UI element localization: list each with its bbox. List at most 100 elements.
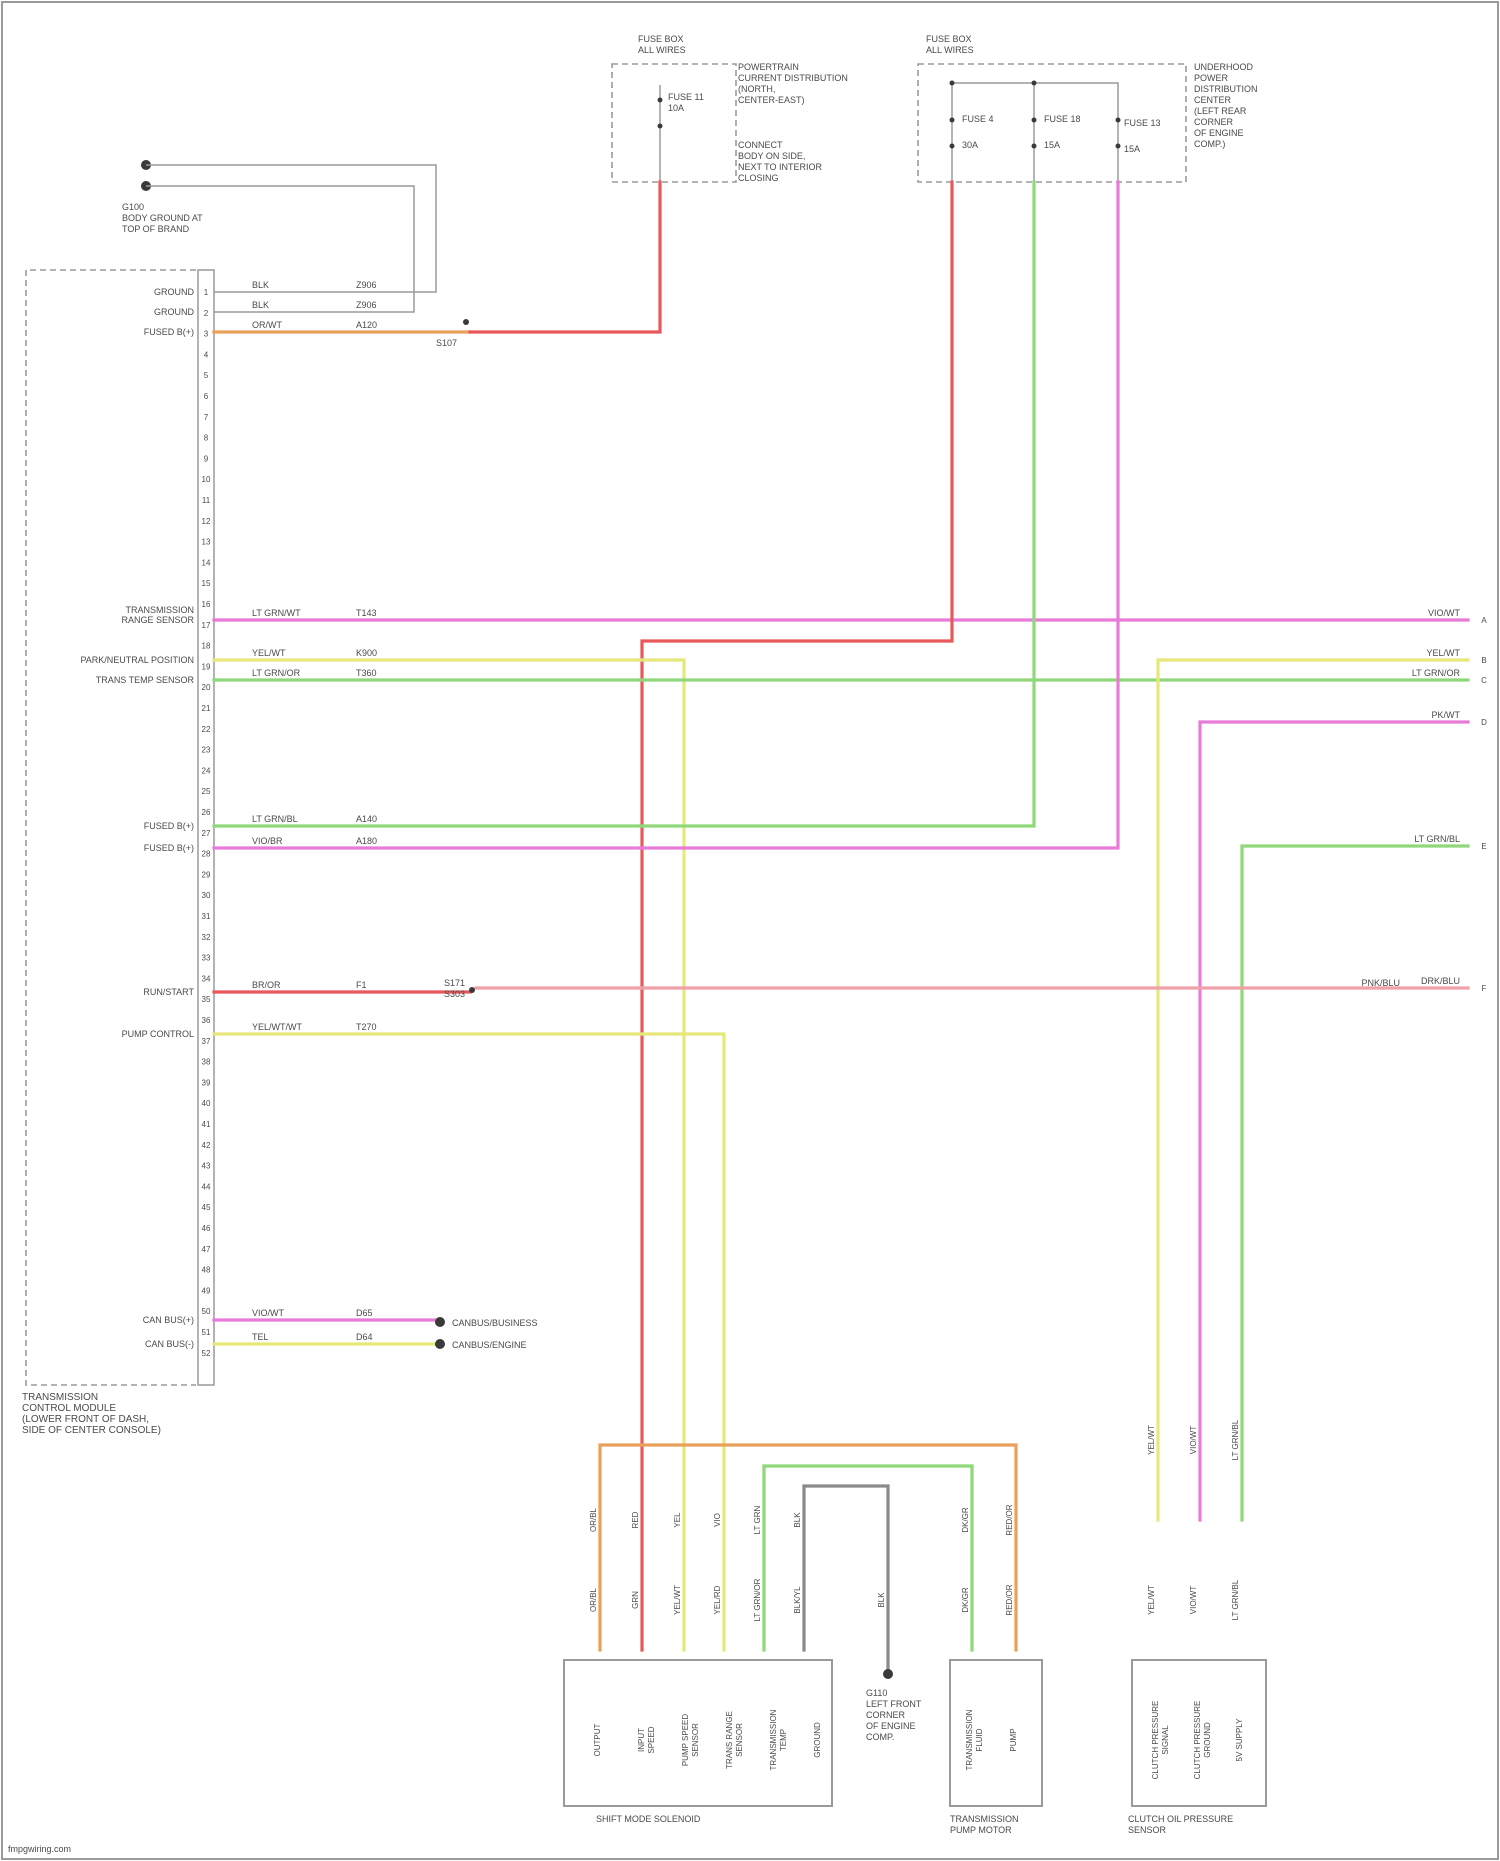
tcm-pin-number: 8 <box>204 434 209 443</box>
bottom-wire-tag: OR/BL <box>589 1507 598 1532</box>
splice-s171 <box>469 987 475 993</box>
tcm-pin-number: 19 <box>202 662 211 671</box>
wire-right-yellow <box>1158 660 1468 1520</box>
bottom-wire-tag-2: RED/OR <box>1005 1584 1014 1615</box>
shift-solenoid-pin: INPUTSPEED <box>637 1726 656 1753</box>
bottom-wire-tag: YEL <box>673 1512 682 1528</box>
shift-solenoid-pin: TRANSMISSIONTEMP <box>769 1709 788 1770</box>
tcm-pin-number: 37 <box>202 1037 211 1046</box>
pump-pin: TRANSMISSIONFLUID <box>965 1709 984 1770</box>
tcm-pin-number: 21 <box>202 704 211 713</box>
tcm-pin-number: 22 <box>202 725 211 734</box>
tcm-pin-label: PARK/NEUTRAL POSITION <box>80 655 194 665</box>
tcm-pin-number: 10 <box>202 475 211 484</box>
tcm-pin-number: 43 <box>202 1162 211 1171</box>
right-edge-wire-label: YEL/WT <box>1426 648 1460 658</box>
tcm-pin-number: 23 <box>202 746 211 755</box>
tcm-circuit-number: T360 <box>356 668 377 678</box>
tcm-pin-label: FUSED B(+) <box>144 843 194 853</box>
tcm-pin-number: 20 <box>202 683 211 692</box>
tcm-label: TRANSMISSIONCONTROL MODULE(LOWER FRONT O… <box>22 1392 161 1436</box>
bottom-wire-tag-2: BLK <box>877 1592 886 1608</box>
tcm-circuit-number: F1 <box>356 980 367 990</box>
shift-solenoid-pin: GROUND <box>813 1722 822 1758</box>
bottom-wire-tag: VIO <box>713 1513 722 1527</box>
wire-fuse4-red <box>642 182 952 1650</box>
right-edge-ref: E <box>1481 842 1486 851</box>
tcm-pin-number: 12 <box>202 517 211 526</box>
right-edge-wire-label: DRK/BLU <box>1421 976 1460 986</box>
canbus-dest-2: CANBUS/ENGINE <box>452 1340 527 1350</box>
tcm-pin-number: 38 <box>202 1058 211 1067</box>
clutch-sensor-pin: 5V SUPPLY <box>1235 1718 1244 1762</box>
splice-s107-label: S107 <box>436 338 457 348</box>
tcm-pin-numbers: 1234567891011121314151617181920212223242… <box>202 288 211 1358</box>
bottom-wire-tag-2: OR/BL <box>589 1587 598 1612</box>
bottom-wire-tag-2: YEL/WT <box>673 1585 682 1615</box>
right-bottom-wire-tag: YEL/WT <box>1147 1425 1156 1455</box>
svg-text:SHIFT MODE SOLENOID: SHIFT MODE SOLENOID <box>596 1814 701 1824</box>
splice-s171-label: S171S303 <box>444 978 465 999</box>
right-bottom-wire-tag: VIO/WT <box>1189 1426 1198 1455</box>
right-wire-pnk-blu: PNK/BLU <box>1361 978 1400 988</box>
tcm-pin-label: GROUND <box>154 307 194 317</box>
wire-right-green <box>1242 846 1468 1520</box>
bottom-wire-tag: RED <box>631 1511 640 1528</box>
tcm-pin-label: GROUND <box>154 287 194 297</box>
tcm-wire-color: BR/OR <box>252 980 281 990</box>
right-edge-wire-label: PK/WT <box>1432 710 1461 720</box>
tcm-pin-number: 4 <box>204 350 209 359</box>
tcm-wire-color: LT GRN/BL <box>252 814 298 824</box>
canbus-dest-1: CANBUS/BUSINESS <box>452 1318 538 1328</box>
right-bottom-wire-tag: LT GRN/BL <box>1231 1419 1240 1460</box>
right-edge-wire-label: VIO/WT <box>1428 608 1460 618</box>
tcm-pin-number: 18 <box>202 642 211 651</box>
wire-bottom-orange-loop <box>600 1445 1016 1650</box>
tcm-pin-number: 52 <box>202 1349 211 1358</box>
tcm-pin-number: 49 <box>202 1286 211 1295</box>
tcm-pin-number: 30 <box>202 891 211 900</box>
tcm-pin-number: 3 <box>204 330 209 339</box>
tcm-circuit-number: D65 <box>356 1308 373 1318</box>
tcm-circuit-number: K900 <box>356 648 377 658</box>
tcm-pin-label: CAN BUS(+) <box>143 1315 194 1325</box>
tcm-pin-number: 25 <box>202 787 211 796</box>
tcm-pin-number: 5 <box>204 371 209 380</box>
tcm-pin-number: 16 <box>202 600 211 609</box>
tcm-pin-number: 7 <box>204 413 209 422</box>
tcm-circuit-number: Z906 <box>356 300 377 310</box>
right-edge-ref: C <box>1481 676 1487 685</box>
fuse-box-right: FUSE BOXALL WIRES UNDERHOODPOWERDISTRIBU… <box>918 34 1258 182</box>
tcm-wire-color: BLK <box>252 300 269 310</box>
shift-solenoid-pin: TRANS RANGESENSOR <box>725 1711 744 1769</box>
tcm-pin-label: CAN BUS(-) <box>145 1339 194 1349</box>
tcm-pin-labels: GROUNDBLKZ906GROUNDBLKZ906FUSED B(+)OR/W… <box>80 280 377 1349</box>
tcm-pin-number: 24 <box>202 766 211 775</box>
clutch-oil-pressure-sensor: CLUTCH OIL PRESSURESENSOR CLUTCH PRESSUR… <box>1128 1660 1266 1835</box>
tcm-pin-number: 45 <box>202 1203 211 1212</box>
right-edge-ref: A <box>1481 616 1487 625</box>
splice-s107 <box>463 319 469 325</box>
shift-solenoid-pin: PUMP SPEEDSENSOR <box>681 1714 700 1767</box>
bottom-wire-tag: RED/OR <box>1005 1504 1014 1535</box>
bottom-wire-tag-2: DK/GR <box>961 1587 970 1613</box>
bottom-wire-tag-2: YEL/RD <box>713 1585 722 1614</box>
tcm-pin-number: 41 <box>202 1120 211 1129</box>
tcm-wire-color: TEL <box>252 1332 269 1342</box>
tcm-pin-number: 36 <box>202 1016 211 1025</box>
tcm-pin-label: TRANS TEMP SENSOR <box>96 675 195 685</box>
tcm-pin-number: 29 <box>202 870 211 879</box>
bottom-wire-tag: BLK <box>793 1512 802 1528</box>
bottom-wire-tag: LT GRN <box>753 1505 762 1534</box>
tcm-pin-number: 28 <box>202 850 211 859</box>
tcm-pin-number: 26 <box>202 808 211 817</box>
svg-text:CONNECTBODY ON SIDE,NEXT TO IN: CONNECTBODY ON SIDE,NEXT TO INTERIORCLOS… <box>738 140 823 183</box>
